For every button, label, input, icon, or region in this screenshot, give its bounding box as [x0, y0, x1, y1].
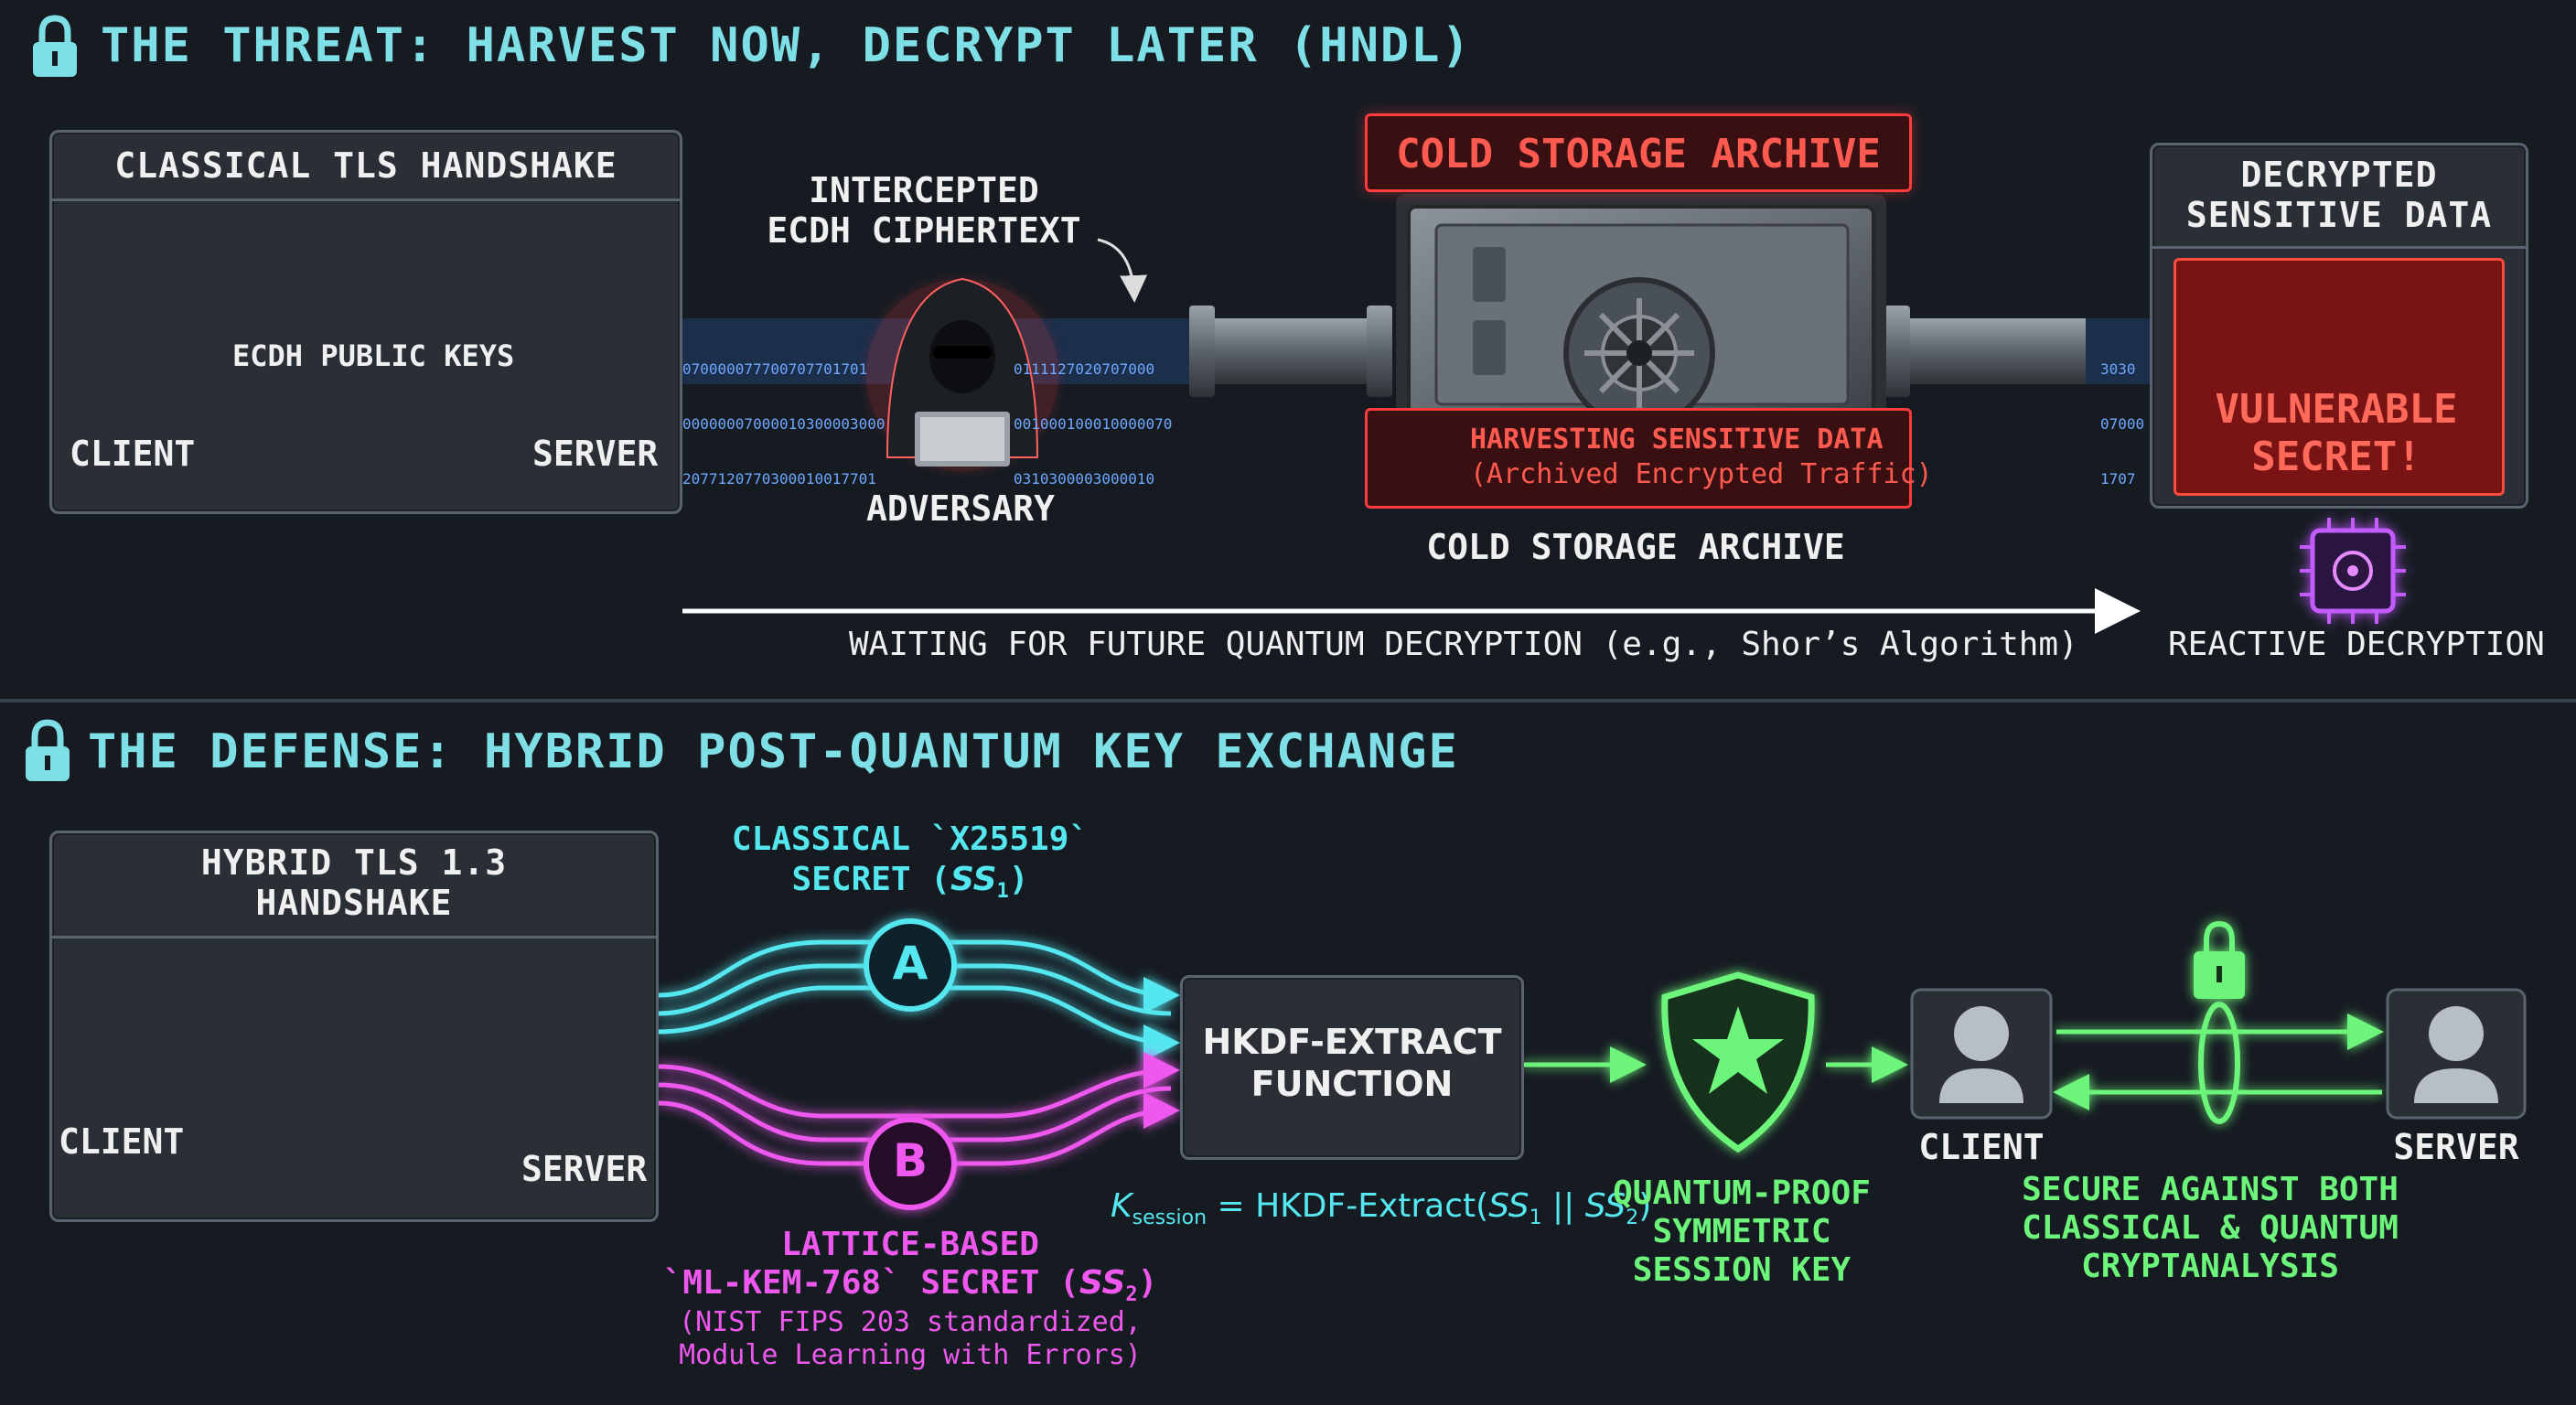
secure-label: SECURE AGAINST BOTH CLASSICAL & QUANTUM … [2022, 1171, 2399, 1285]
key-flow-arrows [1522, 1014, 2384, 1110]
title-lock-icon [26, 719, 70, 781]
pipe-left [1189, 306, 1392, 397]
cold-storage-header: COLD STORAGE ARCHIVE [1365, 113, 1912, 192]
archive-caption: COLD STORAGE ARCHIVE [1426, 527, 1845, 567]
panel-divider [52, 936, 656, 938]
server-label: SERVER [532, 434, 659, 474]
title-lock-icon [33, 15, 77, 77]
lattice-secret-label: LATTICE-BASED `ML-KEM-768` SECRET (SS2) [662, 1226, 1158, 1307]
section-divider [0, 699, 2576, 702]
harvesting-box: HARVESTING SENSITIVE DATA (Archived Encr… [1365, 408, 1933, 509]
shield-icon [1661, 971, 1815, 1153]
client-box-icon [1910, 988, 2053, 1120]
padlock-icon [2194, 920, 2245, 999]
classical-secret-label: CLASSICAL `X25519` SECRET (SS1) [731, 820, 1089, 904]
panel-title: DECRYPTED SENSITIVE DATA [2185, 155, 2493, 235]
adversary-icon [866, 277, 1058, 471]
defense-title: THE DEFENSE: HYBRID POST-QUANTUM KEY EXC… [88, 724, 1459, 779]
hybrid-tls-panel: HYBRID TLS 1.3 HANDSHAKE [49, 831, 659, 1222]
panel-title: HYBRID TLS 1.3 HANDSHAKE [200, 842, 508, 923]
hkdf-formula: Ksession = HKDF-Extract(SS1 || SS2) [1111, 1187, 1652, 1230]
server-label: SERVER [2393, 1127, 2519, 1167]
hkdf-box [1180, 975, 1524, 1160]
waiting-label: WAITING FOR FUTURE QUANTUM DECRYPTION (e… [849, 626, 2078, 663]
client-label: CLIENT [1918, 1127, 2045, 1167]
threat-title: THE THREAT: HARVEST NOW, DECRYPT LATER (… [101, 18, 1472, 73]
panel-divider [2152, 246, 2526, 249]
node-a [864, 918, 957, 1012]
node-b [864, 1117, 957, 1210]
quantum-proof-label: QUANTUM-PROOF SYMMETRIC SESSION KEY [1613, 1174, 1871, 1289]
reactive-label: REACTIVE DECRYPTION [2168, 626, 2545, 663]
panel-divider [52, 198, 680, 201]
server-label: SERVER [521, 1149, 648, 1189]
classical-tls-panel: CLASSICAL TLS HANDSHAKE [49, 130, 682, 514]
intercept-arrow [1097, 238, 1148, 303]
client-label: CLIENT [59, 1121, 185, 1162]
client-label: CLIENT [70, 434, 196, 474]
binary-stream-out: 3030 07000 1707 [2100, 360, 2145, 488]
server-box-icon [2386, 988, 2527, 1120]
vault-icon [1396, 194, 1886, 434]
vulnerable-box [2174, 258, 2505, 496]
node-a-label: A [892, 937, 928, 990]
ecdh-keys-label: ECDH PUBLIC KEYS [232, 338, 515, 373]
lattice-note: (NIST FIPS 203 standardized, Module Lear… [679, 1306, 1142, 1371]
quantum-chip-icon [2300, 518, 2406, 624]
intercepted-label: INTERCEPTED ECDH CIPHERTEXT [767, 170, 1081, 251]
binary-stream-right: 0111127020707000 001000100010000070 0310… [1014, 360, 1173, 488]
node-b-label: B [892, 1134, 928, 1187]
binary-stream-left: 070000077700707701701 000000070000103000… [682, 360, 886, 488]
hkdf-label: HKDF-EXTRACT FUNCTION [1202, 1022, 1502, 1104]
secure-tunnel-ring [2198, 1002, 2240, 1124]
vulnerable-label: VULNERABLE SECRET! [2215, 386, 2458, 480]
panel-title: CLASSICAL TLS HANDSHAKE [114, 145, 617, 186]
adversary-label: ADVERSARY [866, 488, 1055, 529]
